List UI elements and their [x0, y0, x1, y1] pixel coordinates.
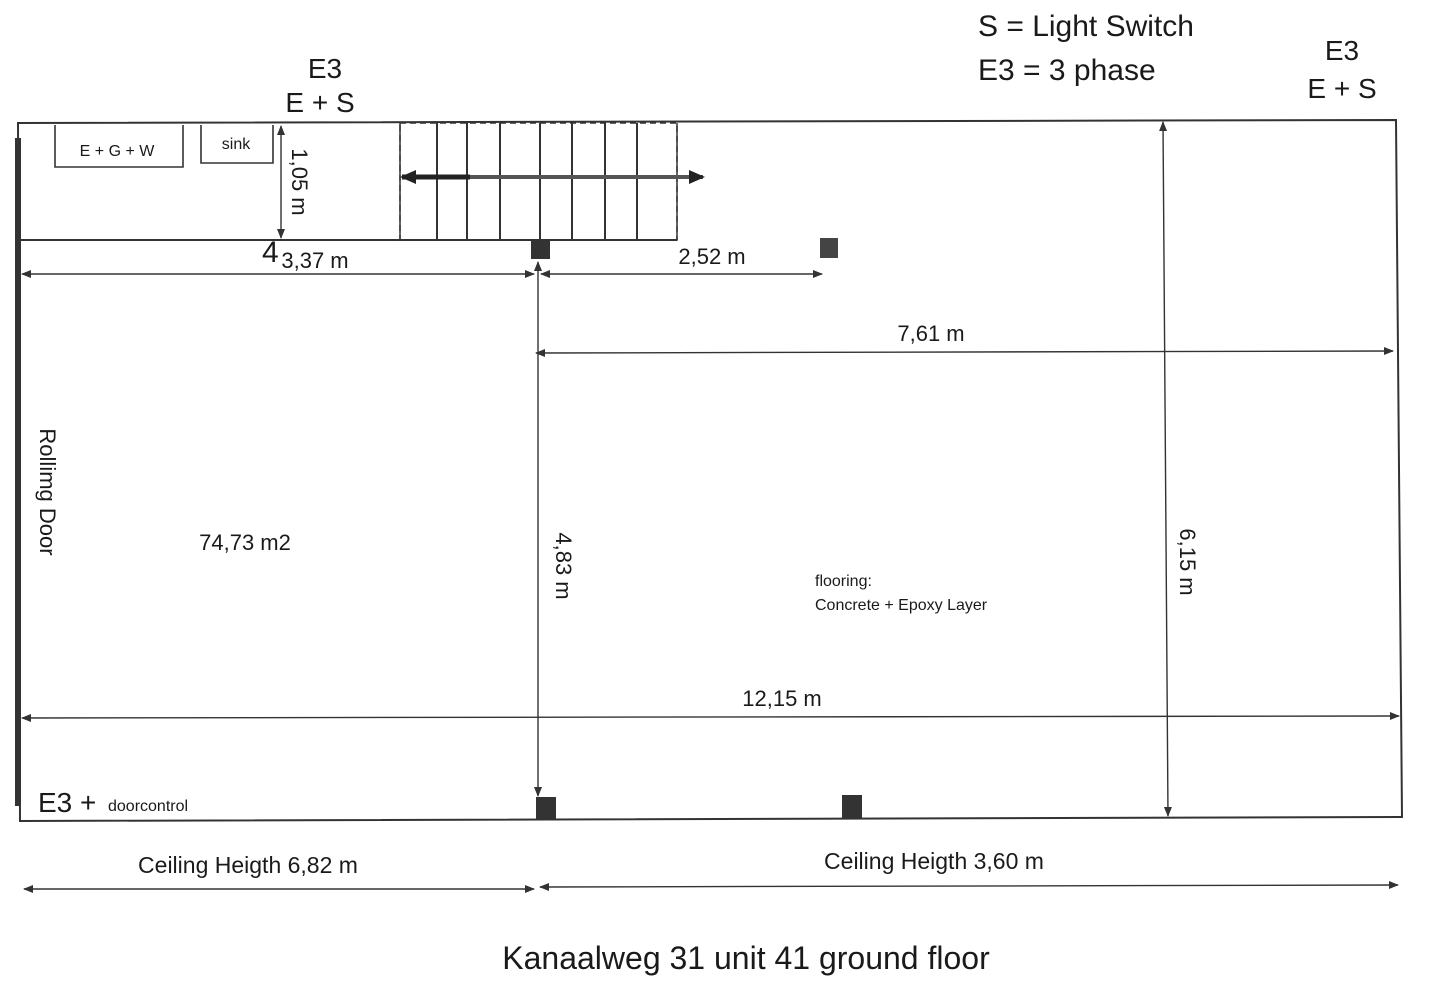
utilities-label: E + G + W [80, 143, 156, 160]
outlet-top-right-e3: E3 [1325, 35, 1359, 66]
area-label: 74,73 m2 [199, 530, 291, 555]
dim-room-depth-mid-label: 4,83 m [551, 532, 576, 599]
column-bottom-left [536, 797, 556, 819]
plan-title: Kanaalweg 31 unit 41 ground floor [502, 940, 990, 976]
ceiling-left-label: Ceiling Heigth 6,82 m [138, 852, 358, 878]
dim-right-width-label: 7,61 m [897, 321, 964, 346]
dim-room-depth-right-line [1159, 121, 1172, 817]
ceiling-right-label: Ceiling Heigth 3,60 m [824, 848, 1044, 874]
column-top-right [820, 238, 838, 258]
dim-right-width-line [535, 347, 1394, 357]
column-bottom-right [842, 795, 862, 818]
outlet-top-center-e3: E3 [308, 53, 342, 84]
staircase [399, 122, 678, 241]
legend-switch: S = Light Switch [978, 10, 1194, 43]
outlet-top-right-es: E + S [1307, 73, 1376, 104]
rolling-door-label: Rollimg Door [35, 428, 60, 555]
sink-label: sink [222, 136, 251, 153]
outlet-top-center-es: E + S [285, 87, 354, 118]
dim-left-width-label: 3,37 m [281, 248, 348, 273]
legend-phase: E3 = 3 phase [978, 54, 1156, 87]
flooring-desc: Concrete + Epoxy Layer [815, 597, 988, 614]
stair-mark: 4 [262, 236, 279, 269]
dim-room-depth-right-label: 6,15 m [1175, 528, 1200, 595]
dim-total-width-label: 12,15 m [742, 686, 822, 711]
ceiling-right-line [539, 881, 1399, 891]
flooring-title: flooring: [815, 573, 872, 590]
dim-mid-width-label: 2,52 m [678, 244, 745, 269]
column-top-left [531, 240, 550, 259]
dim-mezzanine-label: 1,05 m [287, 148, 312, 215]
dim-total-width-line [21, 712, 1400, 722]
outlet-bottom-left-sub: doorcontrol [108, 798, 188, 815]
outlet-bottom-left-main: E3 + [38, 787, 96, 818]
utilities-box [54, 125, 184, 168]
sink-box [200, 125, 274, 164]
